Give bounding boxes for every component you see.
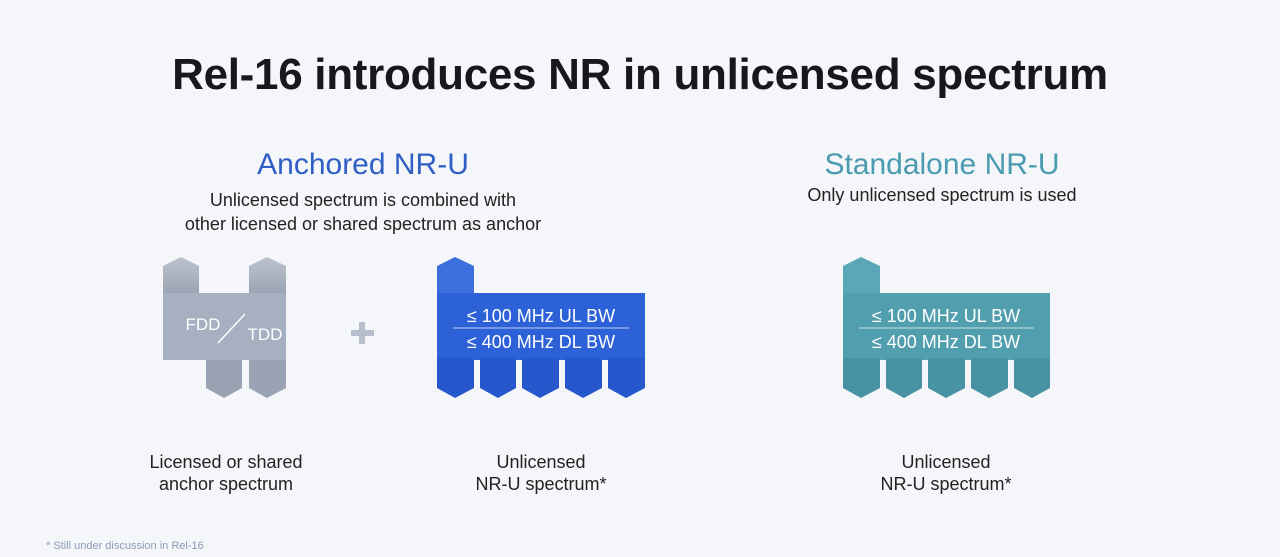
standalone-top-tab	[843, 257, 880, 295]
anchored-description: Unlicensed spectrum is combined with oth…	[143, 188, 583, 236]
anchored-unlicensed-caption-line1: Unlicensed	[496, 452, 586, 472]
page-title: Rel-16 introduces NR in unlicensed spect…	[172, 50, 1108, 99]
anchored-heading: Anchored NR-U	[257, 148, 469, 181]
licensed-bottom-tab-right	[249, 358, 286, 398]
footnote: * Still under discussion in Rel-16	[46, 540, 204, 552]
standalone-body	[843, 293, 1050, 360]
standalone-unlicensed-block: ≤ 100 MHz UL BW ≤ 400 MHz DL BW	[843, 257, 1050, 398]
standalone-unlicensed-caption-line1: Unlicensed	[901, 452, 991, 472]
anchored-bottom-tab-2	[480, 358, 516, 398]
anchored-bottom-tab-4	[565, 358, 602, 398]
standalone-bottom-tab-5	[1014, 358, 1050, 398]
licensed-caption-line1: Licensed or shared	[149, 452, 303, 472]
anchored-bottom-tab-1	[437, 358, 474, 398]
fdd-label: FDD	[186, 315, 221, 334]
licensed-top-tab-right	[249, 257, 286, 295]
standalone-bottom-tab-1	[843, 358, 880, 398]
tdd-label: TDD	[248, 325, 283, 344]
standalone-unlicensed-caption: Unlicensed NR-U spectrum*	[836, 451, 1056, 495]
standalone-heading: Standalone NR-U	[824, 148, 1060, 181]
standalone-description: Only unlicensed spectrum is used	[807, 185, 1077, 205]
anchored-body	[437, 293, 645, 360]
standalone-dl-bw: ≤ 400 MHz DL BW	[872, 332, 1020, 352]
anchored-ul-bw: ≤ 100 MHz UL BW	[467, 306, 615, 326]
licensed-caption: Licensed or shared anchor spectrum	[116, 451, 336, 495]
anchored-unlicensed-block: ≤ 100 MHz UL BW ≤ 400 MHz DL BW	[437, 257, 645, 398]
licensed-block: FDD TDD	[163, 257, 286, 398]
standalone-bottom-tab-4	[971, 358, 1008, 398]
licensed-bottom-tab-left	[206, 358, 242, 398]
anchored-dl-bw: ≤ 400 MHz DL BW	[467, 332, 615, 352]
licensed-caption-line2: anchor spectrum	[158, 474, 294, 494]
anchored-bottom-tab-3	[522, 358, 559, 398]
anchored-unlicensed-caption-line2: NR-U spectrum*	[475, 474, 607, 494]
anchored-unlicensed-caption: Unlicensed NR-U spectrum*	[431, 451, 651, 495]
standalone-bottom-tab-3	[928, 358, 965, 398]
standalone-unlicensed-caption-line2: NR-U spectrum*	[880, 474, 1012, 494]
standalone-ul-bw: ≤ 100 MHz UL BW	[872, 306, 1020, 326]
licensed-divider	[217, 313, 246, 344]
anchored-top-tab	[437, 257, 474, 295]
anchored-description-line1: Unlicensed spectrum is combined with	[209, 190, 517, 210]
licensed-body	[163, 293, 286, 360]
anchored-bottom-tab-5	[608, 358, 645, 398]
anchored-description-line2: other licensed or shared spectrum as anc…	[184, 214, 542, 234]
licensed-top-tab-left	[163, 257, 199, 295]
standalone-bottom-tab-2	[886, 358, 922, 398]
plus-icon	[351, 322, 374, 344]
